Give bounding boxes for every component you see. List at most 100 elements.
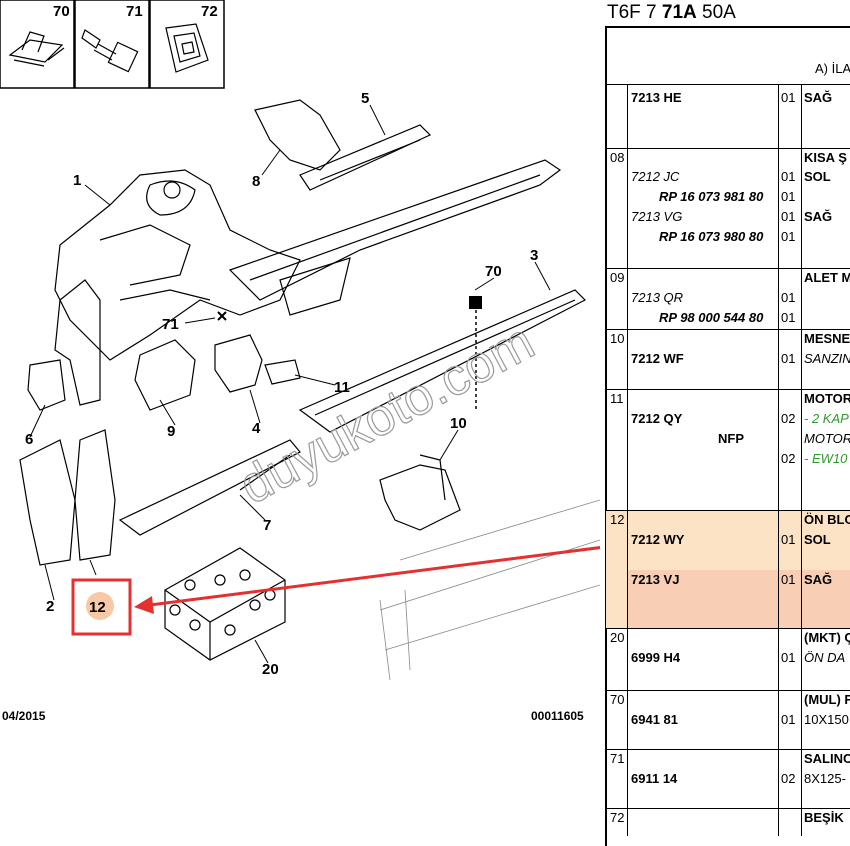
row-separator (605, 148, 850, 149)
row-separator (605, 628, 850, 629)
row-separator (605, 690, 850, 691)
part-description: - 2 KAP (804, 411, 849, 426)
part-rp-number: RP 16 073 980 80 (659, 229, 764, 244)
code-title-bold: 71A (661, 2, 697, 23)
inset-label-71: 71 (126, 3, 143, 20)
row-separator (605, 84, 850, 85)
parts-diagram: 70 71 72 (0, 0, 600, 723)
callout-11: 11 (334, 379, 350, 396)
column-divider (801, 84, 802, 836)
watermark-text: duyukoto.com (230, 312, 543, 515)
inset-panel: 70 71 72 (0, 0, 225, 89)
part-quantity: 01 (781, 90, 796, 105)
part-quantity: 02 (781, 451, 796, 466)
row-group-number: 72 (610, 810, 625, 825)
callout-1: 1 (73, 172, 81, 189)
part-description: SOL (804, 169, 831, 184)
part-reference: 7212 WY (631, 532, 685, 547)
part-description: ÖN DA (804, 650, 846, 665)
part-reference: 7213 VJ (631, 572, 680, 587)
inset-box-71 (74, 0, 150, 89)
part-quantity: 01 (781, 290, 796, 305)
inset-label-72: 72 (201, 3, 218, 20)
part-quantity: 01 (781, 712, 796, 727)
parts-diagram-svg: 70 71 72 (0, 0, 600, 723)
part-reference: 7212 QY (631, 411, 683, 426)
highlight-group-cell (606, 510, 627, 628)
grommet-72-icon (165, 23, 209, 73)
row-separator (605, 808, 850, 809)
part-quantity: 01 (781, 572, 796, 587)
part-description: SOL (804, 532, 831, 547)
diagram-date: 04/2015 (2, 709, 46, 723)
column-divider (778, 84, 779, 836)
parts-table-panel: T6F 7 71A 50A (600, 0, 850, 836)
highlight-row-bottom (627, 570, 850, 628)
diagram-ref-number: 00011605 (531, 709, 584, 723)
part-description: SAĞ (804, 209, 833, 224)
callout-5: 5 (361, 90, 369, 107)
row-separator (605, 510, 850, 511)
row-group-number: 11 (610, 391, 624, 406)
highlight-row-top (627, 510, 850, 570)
row-group-number: 20 (610, 630, 625, 645)
callout-3: 3 (530, 247, 538, 264)
table-frame (605, 26, 850, 846)
row-group-number: 12 (610, 512, 625, 527)
callout-6: 6 (25, 431, 33, 448)
table-header-label: A) İLA (815, 61, 850, 76)
part-reference: 7212 JC (631, 169, 680, 184)
callout-numbers: 1 2 3 4 5 6 7 8 9 10 11 20 70 71 (25, 90, 538, 678)
part-quantity: 01 (781, 189, 796, 204)
part-reference: 6941 81 (631, 712, 678, 727)
part-description: SALINC (804, 751, 850, 766)
callout-2: 2 (46, 598, 54, 615)
callout-70: 70 (485, 263, 502, 280)
leader-lines (29, 104, 551, 664)
part-description: (MKT) Ç (804, 630, 850, 645)
part-description: (MUL) F (804, 692, 850, 707)
row-separator (605, 268, 850, 269)
clip-70-icon (8, 31, 65, 67)
highlight-box (71, 578, 132, 636)
nfp-label: NFP (718, 431, 744, 446)
part-description: 8X125- (804, 771, 846, 786)
part-description: MESNE (804, 331, 850, 346)
part-description: MOTOR (804, 391, 850, 406)
part-description: MOTOR (804, 431, 850, 446)
callout-4: 4 (252, 420, 261, 437)
row-separator (605, 329, 850, 330)
column-divider (627, 84, 628, 836)
highlight-callout-12: 12 (71, 578, 132, 636)
code-title-suffix: 50A (702, 2, 736, 23)
row-separator (605, 749, 850, 750)
part-quantity: 01 (781, 351, 796, 366)
row-group-number: 10 (610, 331, 625, 346)
body-structure-drawing (19, 99, 600, 681)
fastener-70-marker (469, 296, 482, 309)
part-quantity: 01 (781, 310, 796, 325)
part-reference: 7213 VG (631, 209, 683, 224)
part-quantity: 01 (781, 532, 796, 547)
part-reference: 7212 WF (631, 351, 684, 366)
part-description: 10X150 (804, 712, 849, 727)
row-group-number: 71 (610, 751, 625, 766)
red-pointer-arrow (134, 546, 600, 614)
callout-7: 7 (263, 517, 271, 534)
row-group-number: 70 (610, 692, 625, 707)
row-group-number: 08 (610, 150, 625, 165)
inset-label-70: 70 (53, 3, 70, 20)
row-group-number: 09 (610, 270, 625, 285)
code-title: T6F 7 71A 50A (607, 2, 736, 24)
bolt-71-icon (81, 29, 139, 73)
part-quantity: 01 (781, 209, 796, 224)
part-quantity: 01 (781, 169, 796, 184)
callout-71: 71 (162, 316, 179, 333)
row-separator (605, 389, 850, 390)
part-quantity: 02 (781, 771, 796, 786)
part-quantity: 02 (781, 411, 796, 426)
part-reference: 6911 14 (631, 771, 678, 786)
part-reference: 7213 HE (631, 90, 682, 105)
code-title-prefix: T6F 7 (607, 2, 657, 23)
part-description: KISA Ş (804, 150, 847, 165)
